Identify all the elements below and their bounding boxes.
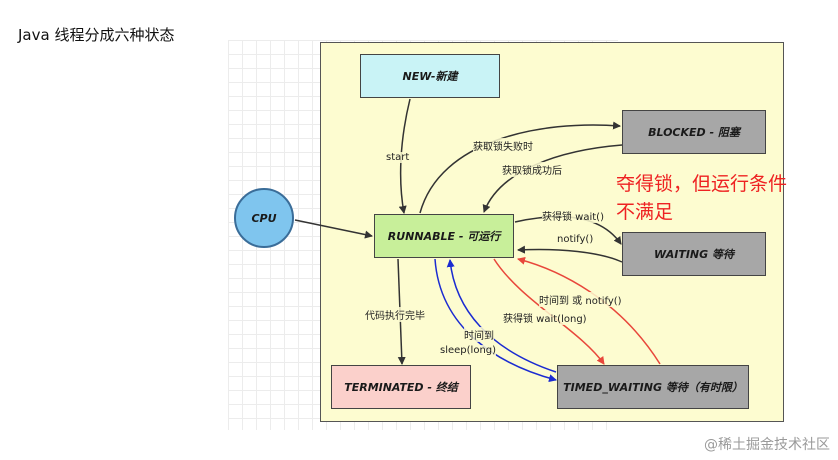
- state-terminated: TERMINATED - 终结: [331, 365, 471, 409]
- label-lock-success: 获取锁成功后: [502, 162, 562, 177]
- cpu-circle: CPU: [234, 188, 294, 248]
- label-time-up: 时间到: [464, 327, 494, 342]
- state-runnable: RUNNABLE - 可运行: [374, 214, 514, 258]
- label-sleep-long: sleep(long): [440, 345, 497, 356]
- arrow-notify: [517, 245, 623, 263]
- label-lock-fail: 获取锁失败时: [473, 138, 533, 153]
- arrow-time-up-notify: [517, 256, 661, 365]
- label-time-up-or-notify: 时间到 或 notify(): [539, 292, 622, 307]
- slide-title: Java 线程分成六种状态: [18, 26, 175, 44]
- red-annotation-line1: 夺得锁，但运行条件: [616, 173, 788, 195]
- label-wait: 获得锁 wait(): [542, 208, 604, 223]
- arrow-lock-success: [482, 144, 623, 213]
- state-timed-waiting: TIMED_WAITING 等待（有时限）: [557, 365, 749, 409]
- arrow-cpu: [294, 219, 373, 239]
- label-start: start: [386, 152, 410, 163]
- state-new: NEW-新建: [360, 54, 500, 98]
- red-annotation: 夺得锁，但运行条件 不满足: [616, 170, 787, 226]
- label-notify: notify(): [557, 234, 594, 245]
- red-annotation-line2: 不满足: [616, 201, 674, 223]
- label-done: 代码执行完毕: [365, 307, 425, 322]
- watermark: @稀土掘金技术社区: [704, 437, 830, 453]
- arrow-time-up: [446, 259, 557, 373]
- state-waiting: WAITING 等待: [622, 232, 766, 276]
- label-wait-long: 获得锁 wait(long): [503, 310, 587, 325]
- state-blocked: BLOCKED - 阻塞: [622, 110, 766, 154]
